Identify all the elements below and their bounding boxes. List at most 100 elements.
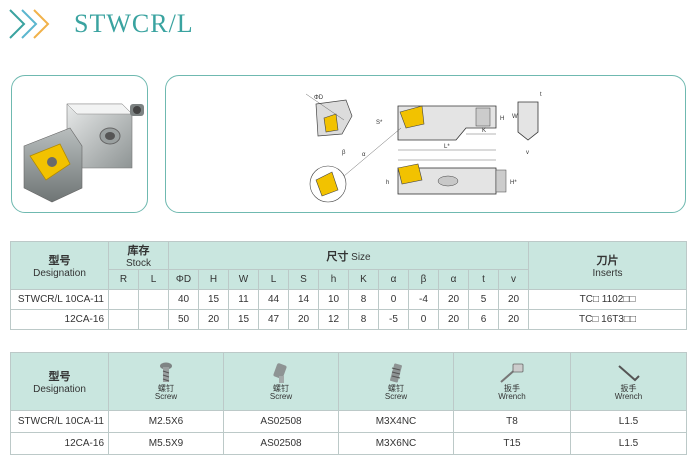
table-row: 12CA-16 M5.5X9 AS02508 M3X6NC T15 L1.5 <box>10 432 687 455</box>
acc-cell: M3X4NC <box>338 410 454 433</box>
stock-l-cell <box>138 309 169 330</box>
size-cell: 20 <box>498 309 529 330</box>
size-cell: 20 <box>198 309 229 330</box>
size-cell: 44 <box>258 289 289 310</box>
size-col-header: W <box>228 269 259 290</box>
size-cell: 5 <box>468 289 499 310</box>
size-cell: 20 <box>288 309 319 330</box>
size-cell: -4 <box>408 289 439 310</box>
size-cell: 8 <box>348 309 379 330</box>
size-col-header: h <box>318 269 349 290</box>
screw-header-cell: 螺钉 Screw <box>108 352 224 411</box>
hex-wrench-header-cell: 扳手 Wrench <box>570 352 687 411</box>
size-cell: 20 <box>498 289 529 310</box>
acc-cell: L1.5 <box>570 432 687 455</box>
threaded-screw-icon <box>390 363 402 383</box>
spec-table: 型号 Designation 库存 Stock 尺寸 Size 刀片 Inser… <box>10 241 687 330</box>
model-header-cell: 型号 Designation <box>10 352 109 411</box>
page-title: STWCR/L <box>74 9 194 38</box>
size-col-header: α <box>378 269 409 290</box>
size-cell: 40 <box>168 289 199 310</box>
size-cell: 8 <box>348 289 379 310</box>
size-col-header: ΦD <box>168 269 199 290</box>
size-col-header: t <box>468 269 499 290</box>
clamp-screw-header-cell: 螺钉 Screw <box>223 352 339 411</box>
size-col-header: S <box>288 269 319 290</box>
stock-l-cell <box>138 289 169 310</box>
size-cell: 12 <box>318 309 349 330</box>
chevron-right-icon <box>9 9 50 39</box>
model-cell: 12CA-16 <box>10 309 109 330</box>
accessories-table: 型号 Designation 螺钉 Screw <box>10 352 687 455</box>
threaded-screw-header-cell: 螺钉 Screw <box>338 352 454 411</box>
model-cell: 12CA-16 <box>10 432 109 455</box>
size-cell: 10 <box>318 289 349 310</box>
end-view: t v W <box>512 92 542 156</box>
size-cell: 20 <box>438 309 469 330</box>
angle-callout: β α <box>309 127 402 203</box>
size-cell: 0 <box>408 309 439 330</box>
top-view: L* K S* H <box>376 105 504 151</box>
size-cell: 6 <box>468 309 499 330</box>
acc-cell: T8 <box>453 410 571 433</box>
acc-cell: M3X6NC <box>338 432 454 455</box>
phi-d-label: ΦD <box>314 95 324 101</box>
size-cell: -5 <box>378 309 409 330</box>
size-col-header: α <box>438 269 469 290</box>
torx-wrench-icon <box>500 363 524 383</box>
w-label: W <box>512 114 518 120</box>
stock-header-cell: 库存 Stock <box>108 241 169 270</box>
dimension-diagram-panel: ΦD L* K S* H t v W β α <box>165 75 686 213</box>
h-label-top: H <box>500 116 504 122</box>
size-col-header: H <box>198 269 229 290</box>
v-label: v <box>526 150 529 156</box>
size-header-cell: 尺寸 Size <box>168 241 529 270</box>
spec-header-row-1: 型号 Designation 库存 Stock 尺寸 Size 刀片 Inser… <box>10 241 687 290</box>
size-col-header: K <box>348 269 379 290</box>
size-cell: 15 <box>198 289 229 310</box>
stock-r-cell <box>108 309 139 330</box>
size-cell: 50 <box>168 309 199 330</box>
hex-wrench-icon <box>617 364 640 381</box>
insert-detail-view: ΦD <box>305 93 353 137</box>
size-cell: 47 <box>258 309 289 330</box>
size-cell: 14 <box>288 289 319 310</box>
k-label: K <box>482 128 486 134</box>
acc-header-row: 型号 Designation 螺钉 Screw <box>10 352 687 411</box>
model-header-cell: 型号 Designation <box>10 241 109 290</box>
model-cell: STWCR/L 10CA-11 <box>10 289 109 310</box>
size-col-header: L <box>258 269 289 290</box>
acc-cell: L1.5 <box>570 410 687 433</box>
insert-cell: TC□ 1102□□ <box>528 289 687 310</box>
table-row: STWCR/L 10CA-11 40 15 11 44 14 10 8 0 -4… <box>10 289 687 310</box>
h-label-side: h <box>386 180 389 186</box>
insert-cell: TC□ 16T3□□ <box>528 309 687 330</box>
s-star-label: S* <box>376 120 383 126</box>
tool-photo-panel <box>11 75 148 213</box>
side-view: h H* <box>386 159 517 195</box>
size-cell: 11 <box>228 289 259 310</box>
stock-l-header: L <box>138 269 169 290</box>
alpha-label: α <box>362 152 366 158</box>
table-row: 12CA-16 50 20 15 47 20 12 8 -5 0 20 6 20… <box>10 309 687 330</box>
size-col-header: v <box>498 269 529 290</box>
clamp-screw-icon <box>273 362 287 383</box>
insert-header-cell: 刀片 Inserts <box>528 241 687 290</box>
screw-icon <box>160 362 172 382</box>
acc-cell: T15 <box>453 432 571 455</box>
stock-r-cell <box>108 289 139 310</box>
size-col-header: β <box>408 269 439 290</box>
stock-r-header: R <box>108 269 139 290</box>
t-label: t <box>540 92 542 98</box>
size-cell: 0 <box>378 289 409 310</box>
title-bar: STWCR/L <box>8 4 194 44</box>
size-cell: 15 <box>228 309 259 330</box>
beta-label: β <box>342 150 346 156</box>
spec-header-row-2: R L ΦD H W L S h K α β α t v <box>11 269 687 290</box>
torx-wrench-header-cell: 扳手 Wrench <box>453 352 571 411</box>
acc-cell: AS02508 <box>223 410 339 433</box>
acc-cell: M5.5X9 <box>108 432 224 455</box>
size-cell: 20 <box>438 289 469 310</box>
acc-cell: AS02508 <box>223 432 339 455</box>
l-star-label: L* <box>444 144 450 150</box>
